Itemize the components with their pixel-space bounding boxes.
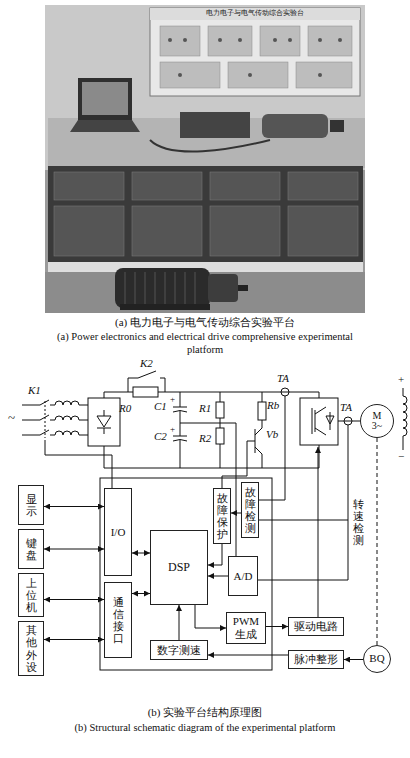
- node-label: DSP: [168, 561, 190, 575]
- pulse-shaping-box: 脉冲整形: [288, 650, 344, 669]
- comm-interface-box: 通信接口: [104, 582, 132, 658]
- signal-arrow: [179, 605, 180, 640]
- polarity-mark: +: [398, 373, 404, 386]
- motor-circle: M3~: [360, 404, 394, 438]
- adc-box: A/D: [228, 556, 258, 596]
- node-label: I/O: [111, 526, 126, 539]
- polarity-mark: −: [398, 450, 404, 463]
- dsp-box: DSP: [150, 530, 208, 605]
- speed-detect-label: 转速检测: [353, 498, 364, 546]
- node-label: 键盘: [26, 537, 37, 561]
- capacitor-label: C1: [154, 400, 167, 413]
- speed-measure-box: 数字测速: [150, 640, 208, 660]
- io-box: I/O: [104, 488, 132, 576]
- node-label: M: [373, 411, 382, 422]
- node-label: BQ: [369, 653, 384, 665]
- signal-arrow: [44, 639, 104, 640]
- signal-arrow: [231, 513, 241, 514]
- current-sensor-label: TA: [340, 401, 352, 414]
- node-text-group: I/O: [111, 526, 126, 539]
- node-text-group: 脉冲整形: [294, 653, 338, 666]
- transistor-label: Vb: [266, 428, 278, 441]
- node-label: 3~: [372, 421, 382, 432]
- node-label: A/D: [234, 570, 253, 583]
- peripheral-box: 其他外设: [18, 621, 44, 676]
- signal-arrow: [195, 605, 226, 628]
- signal-arrow: [208, 655, 288, 656]
- polarity-mark: +: [170, 394, 175, 405]
- node-text-group: 驱动电路: [294, 620, 338, 633]
- node-label: 故障检测: [245, 486, 256, 534]
- node-text-group: 显示: [26, 493, 37, 517]
- signal-arrow: [344, 659, 363, 660]
- node-text-group: 通信接口: [113, 596, 124, 644]
- fault-detect-box: 故障检测: [241, 482, 259, 538]
- node-label: 驱动电路: [294, 620, 338, 633]
- display-box: 显示: [18, 485, 44, 525]
- node-label: 故障保护: [217, 492, 228, 540]
- capacitor-label: C2: [154, 430, 167, 443]
- fault-protect-box: 故障保护: [213, 488, 231, 544]
- signal-arrow: [44, 599, 104, 600]
- resistor-label: R0: [119, 402, 131, 415]
- node-text-group: M3~: [372, 411, 382, 432]
- node-text-group: 上位机: [26, 577, 37, 613]
- signal-arrow: [266, 626, 288, 627]
- panel-title: 电力电子与电气传动综合实验台: [150, 9, 360, 17]
- signal-arrow: [208, 544, 222, 565]
- node-text-group: A/D: [234, 570, 253, 583]
- polarity-mark: +: [170, 424, 175, 435]
- switch-label: K2: [140, 357, 153, 370]
- caption: (a) 电力电子与电气传动综合实验平台: [25, 316, 385, 329]
- contactor-label: K1: [28, 384, 41, 397]
- node-text-group: 数字测速: [157, 644, 201, 657]
- node-text-group: 其他外设: [26, 624, 37, 672]
- host-pc-box: 上位机: [18, 573, 44, 617]
- node-label: 通信接口: [113, 596, 124, 644]
- signal-arrow: [44, 549, 104, 550]
- resistor-label: R2: [199, 432, 211, 445]
- current-sensor-label: TA: [277, 372, 289, 385]
- signal-arrow: [132, 593, 150, 594]
- encoder-circle: BQ: [363, 645, 391, 673]
- caption: (a) Power electronics and electrical dri…: [45, 331, 365, 356]
- power-circuit: [22, 371, 407, 670]
- driver-box: 驱动电路: [288, 617, 344, 636]
- signal-arrow: [44, 506, 104, 507]
- resistor-label: R1: [199, 402, 211, 415]
- node-text-group: PWM生成: [228, 615, 264, 640]
- node-text-group: 故障保护: [217, 492, 228, 540]
- signal-arrow: [132, 553, 150, 554]
- caption: (b) 实验平台结构原理图: [25, 706, 385, 719]
- caption: (b) Structural schematic diagram of the …: [15, 722, 395, 735]
- node-label: 脉冲整形: [294, 653, 338, 666]
- node-text-group: 故障检测: [245, 486, 256, 534]
- keyboard-box: 键盘: [18, 529, 44, 569]
- photo: [45, 5, 365, 313]
- node-label: 显示: [26, 493, 37, 517]
- signal-arrow: [208, 576, 228, 577]
- node-text-group: 键盘: [26, 537, 37, 561]
- node-label: 其他外设: [26, 624, 37, 672]
- speed-feedback-line: [377, 438, 378, 645]
- node-label: PWM生成: [228, 615, 264, 640]
- ac-source-symbol: ~: [8, 410, 15, 426]
- node-text-group: BQ: [369, 653, 384, 665]
- node-text-group: DSP: [168, 561, 190, 575]
- node-label: 数字测速: [157, 644, 201, 657]
- pwm-box: PWM生成: [226, 612, 266, 644]
- resistor-label: Rb: [267, 399, 279, 412]
- node-label: 上位机: [26, 577, 37, 613]
